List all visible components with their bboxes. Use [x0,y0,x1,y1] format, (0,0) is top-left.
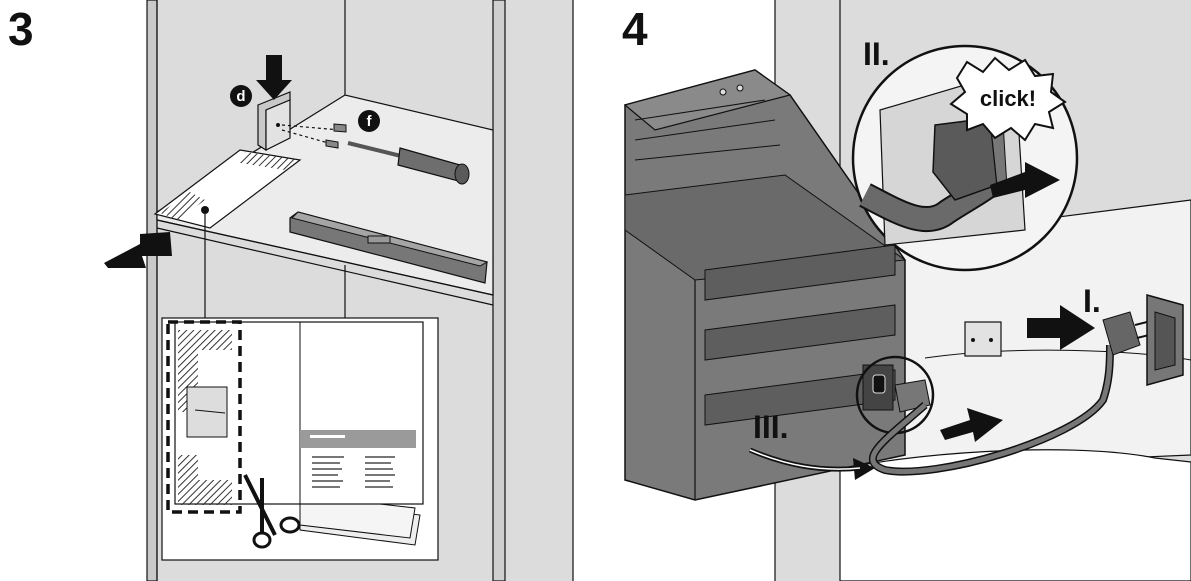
bracket-icon [964,321,1002,357]
callout-step-I: I. [1083,283,1101,319]
step-4-illustration: click! II. I. III. [623,0,1191,581]
screw-icon [281,123,347,149]
label-d-text: d [236,88,245,105]
step-3-panel: 3 [0,0,585,581]
step-number-3: 3 [8,3,34,55]
label-f-text: f [367,113,373,130]
callout-step-III: III. [753,409,789,445]
paper-template-on-shelf [153,149,302,318]
arrow-icon [990,162,1060,198]
step-4-panel: 4 [595,0,1191,581]
arrow-icon [940,408,1003,442]
arrow-icon [1027,305,1095,350]
step-number-4: 4 [622,3,648,55]
power-cord [868,344,1114,476]
bracket-icon [257,91,291,152]
instruction-sheet-inset [161,317,439,561]
arrow-icon [749,447,875,480]
step-3-illustration: d f [104,0,574,581]
appliance [623,69,907,501]
click-callout: click! [980,86,1036,111]
socket-icon [1146,294,1184,386]
callout-step-II: II. [863,36,890,72]
arrow-icon [104,232,172,268]
scissors-icon [243,474,301,549]
click-burst: click! [949,56,1067,142]
label-f: f [358,110,380,132]
trim-strip [289,211,489,284]
label-d: d [230,85,252,107]
arrow-icon [256,55,292,100]
screwdriver-icon [347,141,470,185]
